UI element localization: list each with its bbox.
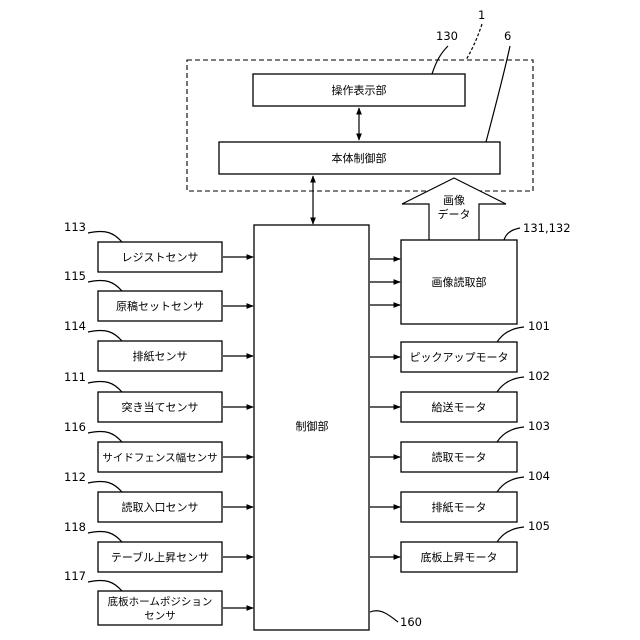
sensor-ref: 117 bbox=[64, 569, 86, 583]
sensor-ref: 118 bbox=[64, 520, 86, 534]
sensor-label: レジストセンサ bbox=[122, 251, 199, 264]
motor-102: 給送モータ 102 bbox=[370, 369, 550, 422]
sensor-ref: 115 bbox=[64, 269, 86, 283]
sensor-leader bbox=[88, 280, 122, 291]
sensor-group: 113レジストセンサ115原稿セットセンサ114排紙センサ111突き当てセンサ1… bbox=[64, 220, 253, 625]
body-control-label: 本体制御部 bbox=[332, 151, 387, 165]
motor-ref: 102 bbox=[528, 369, 550, 383]
sensor-leader bbox=[88, 580, 122, 591]
sensor-label: 底板ホームポジション bbox=[108, 595, 213, 608]
motor-label: 底板上昇モータ bbox=[421, 550, 498, 564]
motor-leader bbox=[497, 477, 524, 492]
body-ctrl-leader bbox=[486, 46, 510, 142]
operation-display-label: 操作表示部 bbox=[332, 83, 387, 97]
sensor-label: 突き当てセンサ bbox=[122, 400, 199, 414]
sensor-leader bbox=[88, 481, 122, 492]
sensor-117: 117 底板ホームポジションセンサ bbox=[64, 569, 253, 625]
motor-ref: 105 bbox=[528, 519, 550, 533]
sensor-118: 118 テーブル上昇センサ bbox=[64, 520, 253, 572]
controller-leader bbox=[370, 611, 398, 622]
sensor-116: 116 サイドフェンス幅センサ bbox=[64, 420, 253, 472]
sensor-115: 115 原稿セットセンサ bbox=[64, 269, 253, 321]
reader-ref: 131,132 bbox=[523, 221, 571, 235]
motor-ref: 104 bbox=[528, 469, 550, 483]
sensor-111: 111 突き当てセンサ bbox=[64, 370, 253, 422]
sensor-leader bbox=[88, 431, 122, 442]
image-reader-label: 画像読取部 bbox=[432, 275, 487, 289]
sensor-label: サイドフェンス幅センサ bbox=[102, 451, 217, 464]
motor-101: ピックアップモータ 101 bbox=[370, 319, 550, 372]
motor-103: 読取モータ 103 bbox=[370, 419, 550, 472]
motor-leader bbox=[497, 377, 524, 392]
sensor-112: 112 読取入口センサ bbox=[64, 470, 253, 522]
motor-104: 排紙モータ 104 bbox=[370, 469, 550, 522]
motor-group: ピックアップモータ 101 給送モータ 102 読取モータ 103 排紙モータ 104 底板上昇… bbox=[370, 319, 550, 572]
image-data-label-1: 画像 bbox=[443, 194, 465, 207]
device-ref: 1 bbox=[478, 8, 485, 22]
panel-ref: 130 bbox=[436, 29, 458, 43]
sensor-label: 排紙センサ bbox=[133, 349, 188, 363]
sensor-ref: 116 bbox=[64, 420, 86, 434]
sensor-label-2: センサ bbox=[144, 610, 176, 622]
sensor-114: 114 排紙センサ bbox=[64, 319, 253, 371]
motor-label: 読取モータ bbox=[432, 450, 487, 464]
sensor-ref: 114 bbox=[64, 319, 86, 333]
image-data-label-2: データ bbox=[438, 207, 471, 221]
device-leader bbox=[466, 24, 482, 60]
motor-105: 底板上昇モータ 105 bbox=[370, 519, 550, 572]
sensor-label: テーブル上昇センサ bbox=[111, 550, 209, 564]
motor-label: ピックアップモータ bbox=[410, 351, 509, 364]
controller-ref: 160 bbox=[400, 615, 422, 629]
sensor-ref: 113 bbox=[64, 220, 86, 234]
sensor-leader bbox=[88, 381, 122, 392]
motor-ref: 103 bbox=[528, 419, 550, 433]
reader-leader bbox=[504, 228, 520, 240]
sensor-label: 読取入口センサ bbox=[122, 500, 199, 514]
sensor-113: 113 レジストセンサ bbox=[64, 220, 253, 272]
body-ctrl-ref: 6 bbox=[504, 29, 511, 43]
sensor-leader bbox=[88, 531, 122, 542]
controller-label: 制御部 bbox=[296, 419, 329, 433]
motor-label: 排紙モータ bbox=[432, 500, 487, 514]
motor-label: 給送モータ bbox=[432, 400, 487, 414]
motor-leader bbox=[497, 527, 524, 542]
motor-leader bbox=[497, 327, 524, 342]
sensor-leader bbox=[88, 231, 122, 242]
sensor-leader bbox=[88, 330, 122, 341]
sensor-ref: 111 bbox=[64, 370, 86, 384]
motor-leader bbox=[497, 427, 524, 442]
motor-ref: 101 bbox=[528, 319, 550, 333]
sensor-ref: 112 bbox=[64, 470, 86, 484]
sensor-label: 原稿セットセンサ bbox=[116, 299, 204, 313]
